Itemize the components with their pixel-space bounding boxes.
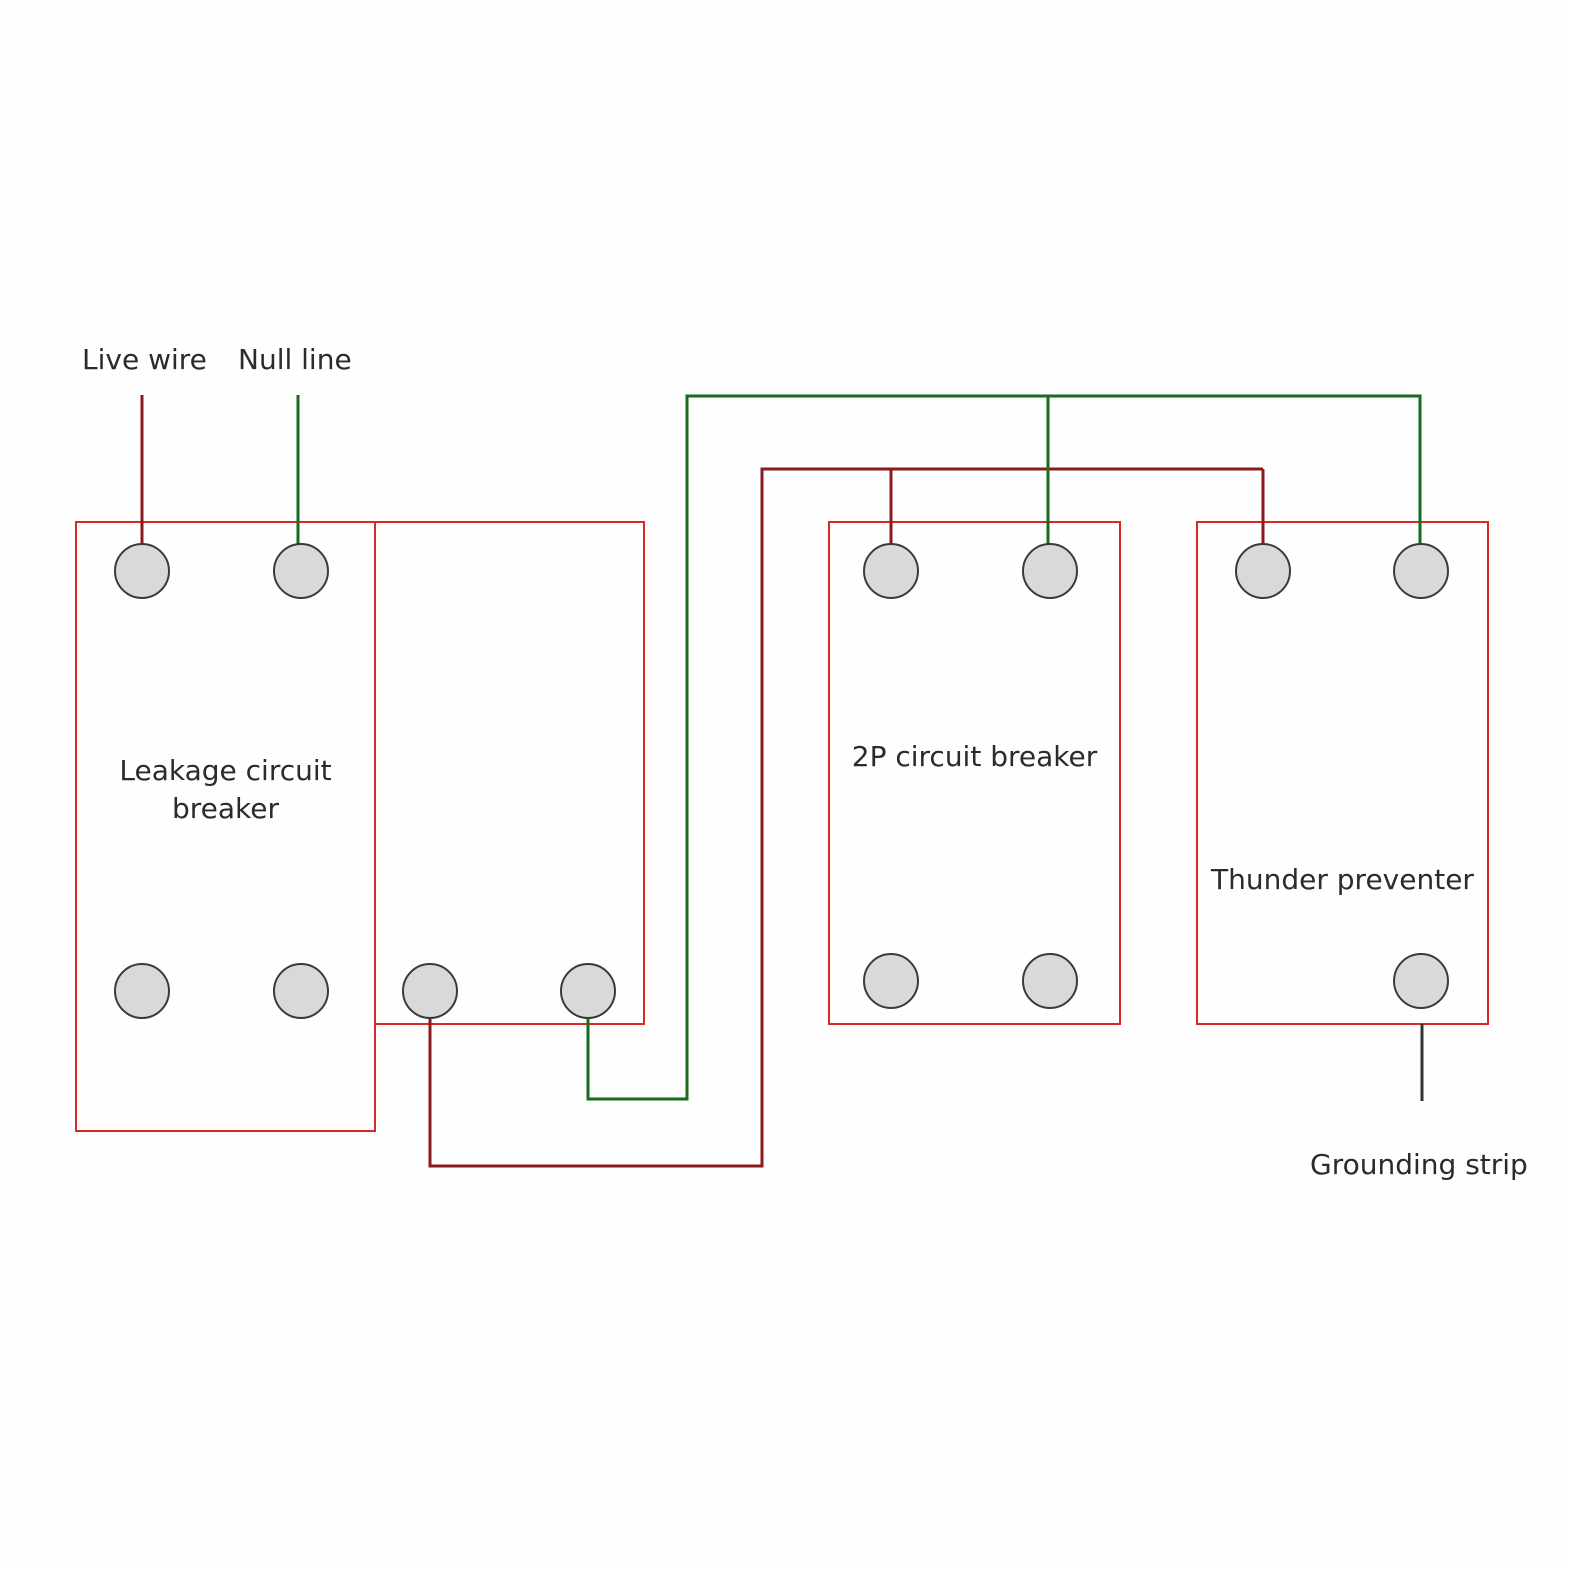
thunder-preventer-label: Thunder preventer [1211,863,1474,896]
null-line-output [586,394,1422,1101]
leakage-output-null-terminal[interactable] [560,963,616,1019]
null-line-label: Null line [238,343,352,376]
leakage-breaker-top-left-terminal[interactable] [114,543,170,599]
leakage-breaker-bottom-right-terminal[interactable] [273,963,329,1019]
thunder-preventer-top-left-terminal[interactable] [1235,543,1291,599]
two-pole-breaker-box [828,521,1121,1025]
two-pole-breaker-top-right-terminal[interactable] [1022,543,1078,599]
two-pole-breaker-label: 2P circuit breaker [851,740,1098,773]
leakage-breaker-label: Leakage circuit breaker [76,752,375,828]
thunder-preventer-top-right-terminal[interactable] [1393,543,1449,599]
two-pole-breaker-bottom-right-terminal[interactable] [1022,953,1078,1009]
live-wire-output [428,467,1263,1168]
leakage-breaker-label-line1: Leakage circuit [119,754,332,787]
leakage-breaker-label-line2: breaker [171,792,279,825]
thunder-preventer-ground-terminal[interactable] [1393,953,1449,1009]
leakage-breaker-bottom-left-terminal[interactable] [114,963,170,1019]
live-wire-label: Live wire [82,343,207,376]
grounding-strip-label: Grounding strip [1310,1148,1528,1181]
two-pole-breaker-top-left-terminal[interactable] [863,543,919,599]
leakage-breaker-extension-box [374,521,645,1025]
thunder-preventer-box [1196,521,1489,1025]
leakage-breaker-top-right-terminal[interactable] [273,543,329,599]
leakage-output-live-terminal[interactable] [402,963,458,1019]
two-pole-breaker-bottom-left-terminal[interactable] [863,953,919,1009]
